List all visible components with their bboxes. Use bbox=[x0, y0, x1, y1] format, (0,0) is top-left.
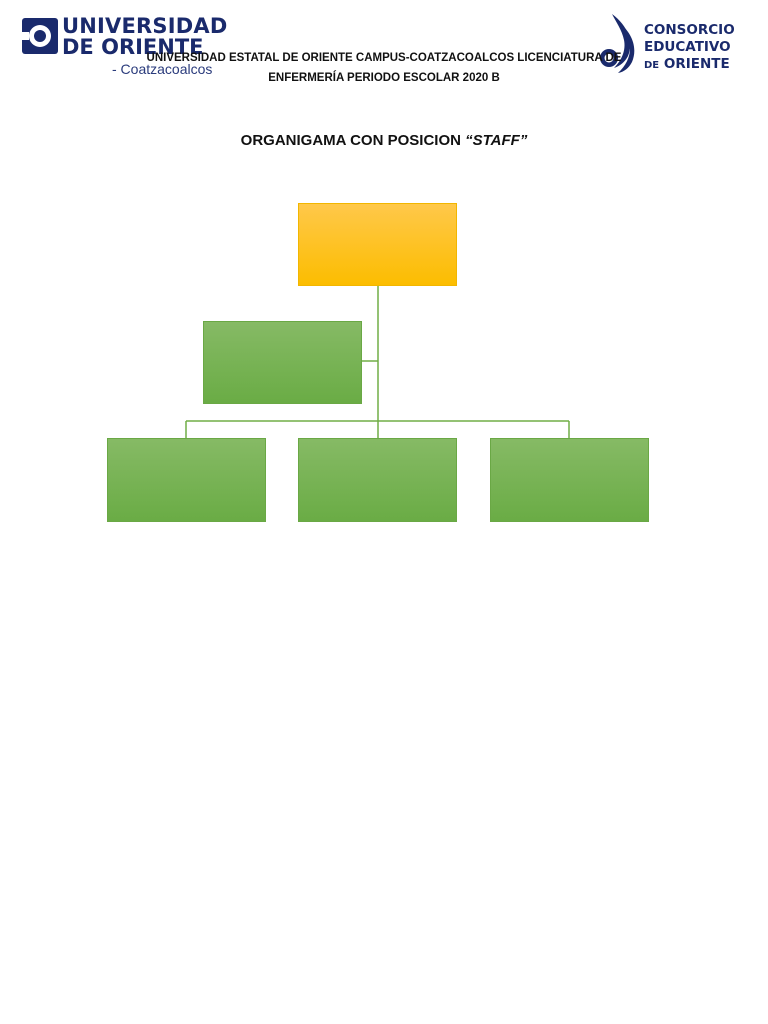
universidad-de-oriente-logo-icon bbox=[22, 18, 58, 54]
logo-right-line3: DE ORIENTE bbox=[644, 56, 730, 72]
org-box-sub-3 bbox=[490, 438, 649, 522]
logo-left-line1: UNIVERSIDAD bbox=[62, 14, 228, 38]
header-line2: ENFERMERÍA PERIODO ESCOLAR 2020 B bbox=[268, 72, 500, 84]
org-box-top bbox=[298, 203, 457, 286]
logo-right-line3-prefix: DE bbox=[644, 60, 660, 71]
logo-right-line3-main: ORIENTE bbox=[663, 56, 730, 72]
consorcio-educativo-logo-icon bbox=[600, 14, 635, 73]
logo-right-line1: CONSORCIO bbox=[644, 22, 735, 38]
title-emphasis: “STAFF” bbox=[465, 132, 528, 149]
header-line1: UNIVERSIDAD ESTATAL DE ORIENTE CAMPUS-CO… bbox=[146, 52, 622, 64]
consorcio-educativo-logo: CONSORCIO EDUCATIVO DE ORIENTE bbox=[598, 12, 748, 74]
universidad-de-oriente-logo: UNIVERSIDAD DE ORIENTE - Coatzacoalcos bbox=[20, 14, 227, 77]
logo-left-line2: DE ORIENTE bbox=[62, 35, 204, 59]
org-box-staff bbox=[203, 321, 362, 404]
title-main: ORGANIGAMA CON POSICION bbox=[240, 132, 466, 149]
logo-left-line3: - Coatzacoalcos bbox=[112, 61, 213, 77]
org-box-sub-2 bbox=[298, 438, 457, 522]
document-header: UNIVERSIDAD ESTATAL DE ORIENTE CAMPUS-CO… bbox=[110, 48, 658, 88]
logo-right-line2: EDUCATIVO bbox=[644, 39, 731, 55]
page-title: ORGANIGAMA CON POSICION “STAFF” bbox=[0, 132, 768, 149]
org-box-sub-1 bbox=[107, 438, 266, 522]
